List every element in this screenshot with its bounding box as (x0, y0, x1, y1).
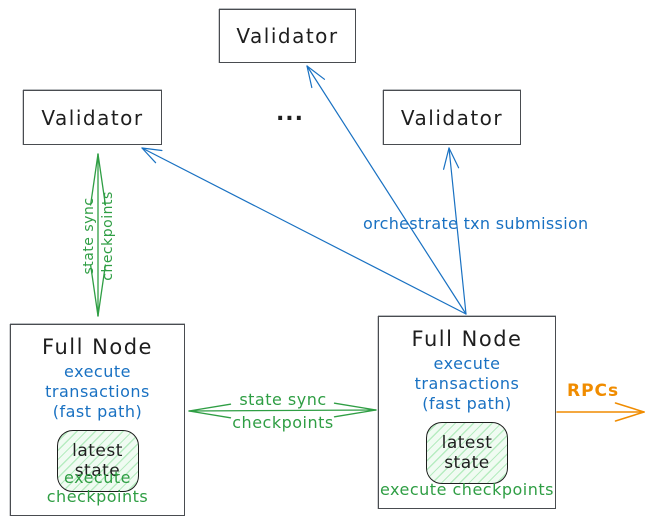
state-sync-horizontal-label-line1: state sync (239, 390, 327, 409)
arrow-rpcs (556, 402, 645, 422)
validator-box-top: Validator (219, 9, 356, 63)
full-node-right-fast-path: (fast path) (422, 394, 512, 413)
validator-right-label: Validator (400, 105, 504, 130)
full-node-left-execute-transactions: execute transactions (45, 362, 150, 401)
validator-left-label: Validator (41, 105, 144, 130)
validator-top-label: Validator (236, 24, 339, 48)
full-node-box-right: Full Node execute transactions (fast pat… (378, 316, 556, 509)
state-sync-vertical-label-line2: checkpoints (100, 191, 116, 281)
validators-ellipsis: ... (275, 101, 305, 126)
full-node-right-execute-transactions: execute transactions (414, 354, 520, 393)
validator-box-left: Validator (23, 90, 162, 145)
full-node-right-title: Full Node (411, 327, 523, 351)
validator-box-right: Validator (383, 90, 521, 145)
latest-state-box-right: latest state (426, 422, 508, 484)
full-node-left-title: Full Node (42, 335, 153, 359)
full-node-box-left: Full Node execute transactions (fast pat… (10, 324, 185, 516)
latest-state-box-left: latest state (56, 430, 139, 492)
full-node-left-fast-path: (fast path) (52, 402, 143, 421)
rpcs-label: RPCs (567, 381, 620, 401)
state-sync-vertical-label-line1: state sync (81, 197, 97, 275)
full-node-left-execute-checkpoints: execute checkpoints (46, 468, 149, 506)
full-node-right-execute-checkpoints: execute checkpoints (379, 480, 554, 499)
orchestrate-txn-submission-label: orchestrate txn submission (363, 214, 589, 233)
state-sync-horizontal-label-line2: checkpoints (232, 413, 334, 432)
